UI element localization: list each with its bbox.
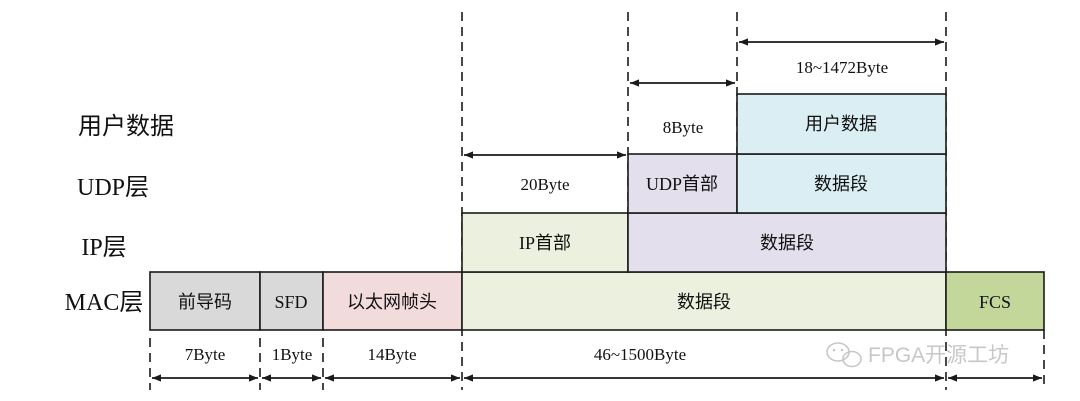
ip-data-label: 数据段 bbox=[760, 233, 814, 253]
fcs-cell bbox=[945, 271, 1045, 331]
user-row bbox=[736, 93, 947, 155]
mac-data-label: 数据段 bbox=[677, 292, 731, 312]
mac-row bbox=[149, 271, 1045, 331]
ip-row bbox=[461, 212, 947, 273]
layer-labels: 用户数据 UDP层 IP层 MAC层 bbox=[65, 113, 174, 316]
layer-label-ip: IP层 bbox=[81, 235, 126, 261]
preamble-label: 前导码 bbox=[178, 292, 232, 312]
udp-data-label: 数据段 bbox=[814, 174, 868, 194]
dimension-arrows bbox=[152, 38, 1042, 382]
layer-label-user: 用户数据 bbox=[78, 113, 174, 140]
ip-header-label: IP首部 bbox=[519, 233, 571, 253]
eth-header-size: 14Byte bbox=[367, 345, 416, 364]
size-labels: 18~1472Byte 8Byte 20Byte 7Byte 1Byte 14B… bbox=[185, 58, 888, 364]
sfd-cell bbox=[259, 271, 324, 331]
mac-data-size: 46~1500Byte bbox=[594, 345, 686, 364]
user-data-size: 18~1472Byte bbox=[796, 58, 888, 77]
wechat-icon bbox=[826, 342, 862, 368]
ip-data-cell bbox=[627, 212, 947, 273]
preamble-cell bbox=[149, 271, 261, 331]
cell-labels: 前导码 SFD 以太网帧头 数据段 FCS IP首部 数据段 UDP首部 数据段… bbox=[178, 114, 1011, 312]
layer-label-udp: UDP层 bbox=[77, 175, 149, 201]
udp-row bbox=[627, 153, 947, 214]
eth-header-label: 以太网帧头 bbox=[347, 292, 437, 312]
ip-header-cell bbox=[461, 212, 629, 273]
mac-data-cell bbox=[461, 271, 947, 331]
watermark: FPGA开源工坊 bbox=[826, 342, 1009, 368]
udp-header-size: 8Byte bbox=[663, 118, 704, 137]
preamble-size: 7Byte bbox=[185, 345, 226, 364]
layer-label-mac: MAC层 bbox=[65, 290, 144, 316]
eth-header-cell bbox=[322, 271, 463, 331]
fcs-label: FCS bbox=[979, 292, 1011, 312]
ip-header-size: 20Byte bbox=[520, 175, 569, 194]
udp-data-cell bbox=[736, 153, 947, 214]
user-data-cell bbox=[736, 93, 947, 155]
user-data-label: 用户数据 bbox=[805, 114, 877, 134]
watermark-text: FPGA开源工坊 bbox=[868, 344, 1009, 367]
udp-header-label: UDP首部 bbox=[646, 174, 718, 194]
sfd-size: 1Byte bbox=[272, 345, 313, 364]
sfd-label: SFD bbox=[274, 292, 307, 312]
